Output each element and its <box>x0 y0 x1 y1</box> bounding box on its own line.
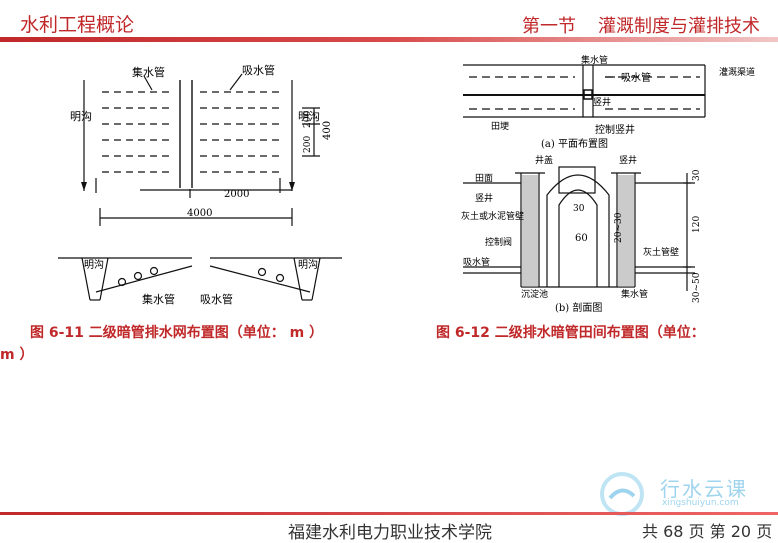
label-ditch-left-2: 明沟 <box>84 258 104 271</box>
label-well-plan: 竖井 <box>593 96 611 108</box>
dim-30-top: 30 <box>573 204 585 214</box>
label-ditch-right-1: 明沟 <box>298 110 320 123</box>
dim-120: 120 <box>692 216 702 233</box>
label-suction-section: 吸水管 <box>463 256 490 268</box>
label-suction: 吸水管 <box>242 63 275 77</box>
label-ditch-left-1: 明沟 <box>70 110 92 123</box>
label-collect-section: 集水管 <box>621 288 648 300</box>
school-name: 福建水利电力职业技术学院 <box>288 523 492 543</box>
page-total-label: 共 <box>642 522 659 541</box>
dim-30-50: 30~50 <box>692 272 702 303</box>
label-collector-section: 集水管 <box>142 292 175 306</box>
label-ditch-right-2: 明沟 <box>298 258 318 271</box>
page-current: 20 <box>730 522 752 541</box>
page-total-count: 68 <box>663 522 684 541</box>
footer-divider <box>0 512 778 515</box>
caption-6-11: 图 6-11 二级暗管排水网布置图（单位： m ） <box>30 325 324 341</box>
label-ash-pipe: 灰土管壁 <box>643 246 679 258</box>
dim-4000: 4000 <box>187 208 212 219</box>
label-control-valve: 控制阀 <box>485 236 512 248</box>
label-shaft: 竖井 <box>475 192 493 204</box>
watermark-url: xingshuiyun.com <box>662 498 739 508</box>
page-indicator: 共 68 页 第 20 页 <box>642 518 772 542</box>
dim-200a: 200 <box>303 136 313 153</box>
page-end-label: 页 <box>756 522 773 541</box>
dim-2000: 2000 <box>224 189 249 200</box>
header-divider <box>0 37 778 42</box>
label-sediment: 沉淀池 <box>521 288 548 300</box>
plan-caption: (a) 平面布置图 <box>541 138 608 150</box>
label-collect-plan: 集水管 <box>581 55 608 66</box>
section-heading: 第一节 灌溉制度与灌排技术 <box>522 12 760 38</box>
caption-6-12-wrap: m ） <box>0 347 34 363</box>
label-riser: 竖井 <box>619 154 637 166</box>
label-channel: 灌溉渠道 <box>719 66 755 78</box>
figure-6-12: 集水管 吸水管 竖井 田埂 控制竖井 灌溉渠道 (a) 平面布置图 井盖 竖井 … <box>461 55 755 314</box>
dim-400: 400 <box>322 121 333 140</box>
label-field: 田埂 <box>491 121 509 132</box>
figure-6-11: 集水管 吸水管 明沟 明沟 200 200 400 2000 4000 明沟 明… <box>58 63 342 306</box>
label-suction-plan: 吸水管 <box>621 71 651 84</box>
dim-30-right: 30 <box>692 169 702 181</box>
caption-6-12: 图 6-12 二级排水暗管田间布置图（单位： <box>436 325 705 341</box>
dim-20-30: 20~30 <box>614 212 624 243</box>
label-ash-wall: 灰土或水泥管壁 <box>461 210 524 222</box>
page-mid-label: 页 第 <box>688 522 726 541</box>
section-number: 第一节 <box>522 16 576 37</box>
course-title: 水利工程概论 <box>20 14 135 36</box>
label-suction-section: 吸水管 <box>200 292 233 306</box>
section-caption: (b) 剖面图 <box>555 301 602 314</box>
dim-200b: 200 <box>303 111 313 128</box>
dim-60: 60 <box>575 233 588 244</box>
label-control-well: 控制竖井 <box>595 123 635 136</box>
label-ground: 田面 <box>475 173 493 184</box>
section-topic: 灌溉制度与灌排技术 <box>598 16 760 37</box>
label-well-cover: 井盖 <box>535 154 553 166</box>
watermark-logo-icon <box>600 472 644 516</box>
watermark-brand: 行水云课 <box>660 477 748 501</box>
label-collector: 集水管 <box>132 65 165 79</box>
